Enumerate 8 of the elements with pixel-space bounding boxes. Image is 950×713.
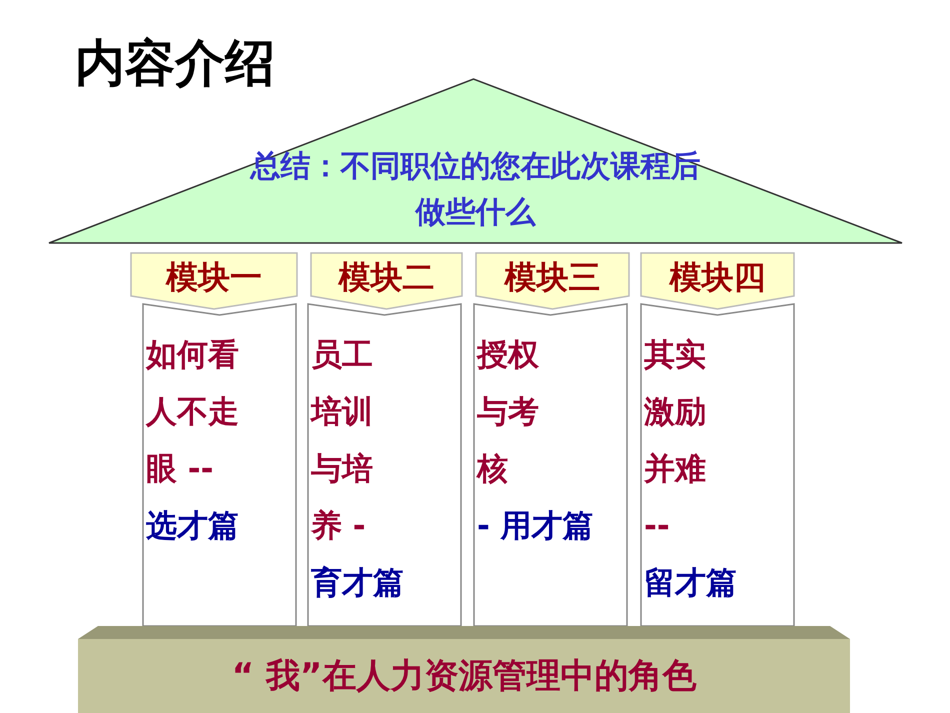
pillar-box: 员工培训与培养 - 育才篇 <box>307 303 462 626</box>
pillar-box: 授权与考核 - 用才篇 <box>473 303 628 626</box>
module-banner: 模块一 <box>130 252 298 310</box>
module-banner: 模块三 <box>475 252 630 310</box>
module-banner: 模块四 <box>640 252 795 310</box>
module-banner: 模块二 <box>310 252 463 310</box>
pillar-box: 其实激励并难 -- 留才篇 <box>640 303 795 626</box>
pillar-box: 如何看人不走眼 -- 选才篇 <box>142 303 297 626</box>
